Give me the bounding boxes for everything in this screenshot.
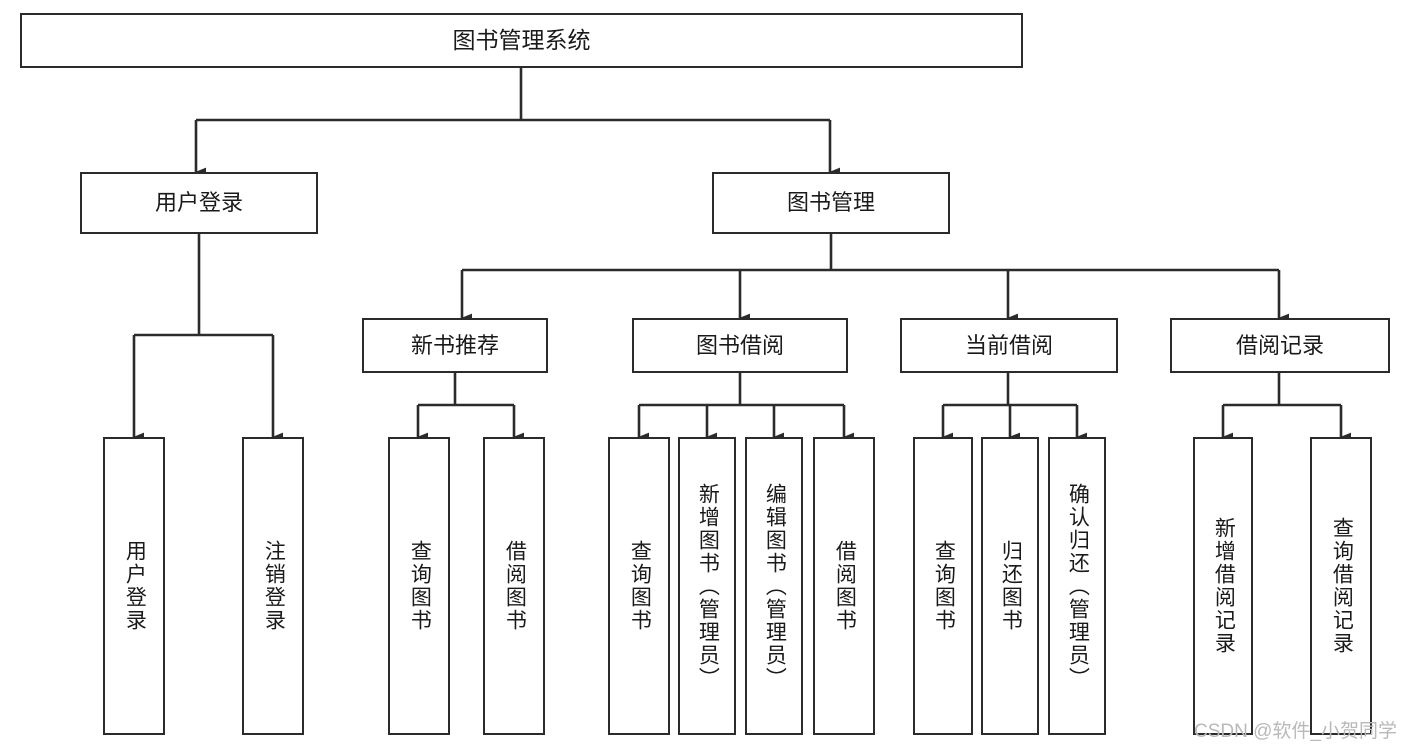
- node-leaf-add-record[interactable]: 新增借阅记录: [1193, 437, 1253, 735]
- node-book-borrow[interactable]: 图书借阅: [632, 318, 848, 373]
- node-leaf-borrow-book-2-label: 借阅图书: [833, 540, 857, 632]
- node-leaf-logout[interactable]: 注销登录: [242, 437, 304, 735]
- node-book-borrow-label: 图书借阅: [695, 332, 784, 358]
- node-leaf-edit-book[interactable]: 编辑图书（管理员）: [745, 437, 803, 735]
- node-current-borrow-label: 当前借阅: [964, 332, 1053, 358]
- node-book-manage[interactable]: 图书管理: [712, 172, 950, 234]
- node-leaf-query-record-label: 查询借阅记录: [1330, 517, 1354, 655]
- node-leaf-add-record-label: 新增借阅记录: [1212, 517, 1236, 655]
- node-leaf-add-book-label: 新增图书（管理员）: [696, 482, 720, 690]
- node-leaf-confirm-return-label: 确认归还（管理员）: [1066, 482, 1090, 690]
- node-borrow-record[interactable]: 借阅记录: [1170, 318, 1390, 373]
- node-leaf-query-book-3[interactable]: 查询图书: [913, 437, 973, 735]
- csdn-watermark: CSDN @软件_小贺同学: [1194, 721, 1397, 742]
- node-user-login[interactable]: 用户登录: [80, 172, 318, 234]
- node-book-manage-label: 图书管理: [786, 190, 875, 216]
- node-leaf-add-book[interactable]: 新增图书（管理员）: [678, 437, 736, 735]
- node-leaf-query-book-2[interactable]: 查询图书: [608, 437, 670, 735]
- node-leaf-query-book-1[interactable]: 查询图书: [388, 437, 450, 735]
- node-leaf-return-book-label: 归还图书: [999, 540, 1023, 632]
- node-leaf-edit-book-label: 编辑图书（管理员）: [763, 482, 787, 690]
- node-leaf-borrow-book-1[interactable]: 借阅图书: [483, 437, 545, 735]
- node-root[interactable]: 图书管理系统: [20, 13, 1023, 68]
- node-leaf-return-book[interactable]: 归还图书: [981, 437, 1039, 735]
- node-leaf-query-book-3-label: 查询图书: [932, 540, 956, 632]
- node-leaf-query-book-2-label: 查询图书: [628, 540, 652, 632]
- node-leaf-borrow-book-2[interactable]: 借阅图书: [813, 437, 875, 735]
- node-leaf-confirm-return[interactable]: 确认归还（管理员）: [1048, 437, 1106, 735]
- node-current-borrow[interactable]: 当前借阅: [900, 318, 1118, 373]
- node-new-book-recommend-label: 新书推荐: [410, 332, 499, 358]
- node-new-book-recommend[interactable]: 新书推荐: [362, 318, 548, 373]
- node-leaf-logout-label: 注销登录: [262, 540, 286, 632]
- node-leaf-user-login-label: 用户登录: [123, 540, 147, 632]
- node-borrow-record-label: 借阅记录: [1235, 332, 1324, 358]
- node-leaf-borrow-book-1-label: 借阅图书: [503, 540, 527, 632]
- node-leaf-query-record[interactable]: 查询借阅记录: [1310, 437, 1372, 735]
- node-leaf-query-book-1-label: 查询图书: [408, 540, 432, 632]
- node-leaf-user-login[interactable]: 用户登录: [103, 437, 165, 735]
- node-root-label: 图书管理系统: [452, 26, 591, 53]
- node-user-login-label: 用户登录: [154, 190, 243, 216]
